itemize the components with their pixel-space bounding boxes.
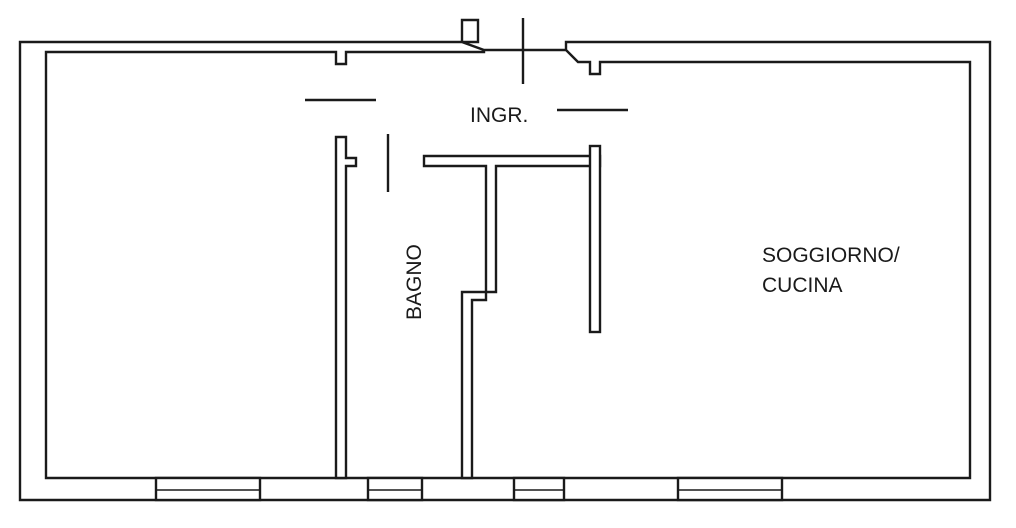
- living-label-line2: CUCINA: [762, 274, 843, 297]
- window-1: [154, 476, 262, 502]
- kitchen-partition: [588, 144, 602, 334]
- living-label-line1: SOGGIORNO/: [762, 244, 900, 267]
- bathroom-living-wall: [422, 154, 602, 480]
- bedroom-bathroom-wall: [334, 135, 358, 480]
- window-4: [676, 476, 784, 502]
- window-3: [512, 476, 566, 502]
- entrance-label: INGR.: [470, 104, 528, 127]
- bathroom-label: BAGNO: [403, 244, 426, 320]
- exterior-wall: [18, 18, 992, 502]
- window-2: [366, 476, 424, 502]
